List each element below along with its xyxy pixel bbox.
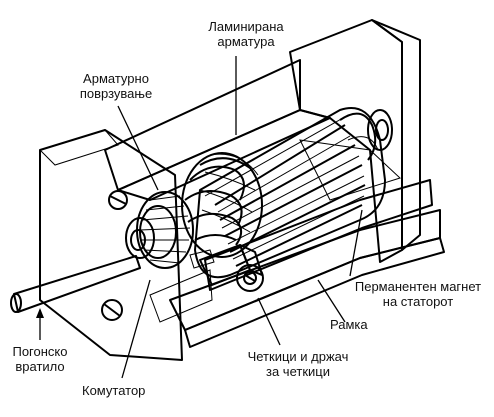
- magnet-label-line1: Перманентен магнет: [354, 279, 482, 294]
- stator-magnet: [204, 139, 433, 291]
- commutator: [125, 191, 194, 269]
- shaft-label-line1: Погонско: [12, 344, 68, 359]
- front-end-plate: [39, 129, 213, 361]
- armature-label-line1: Ламинирана: [208, 19, 284, 34]
- shaft-label-line2: вратило: [15, 359, 65, 374]
- armature-windings: [181, 112, 379, 258]
- armature-label-line2: арматура: [217, 34, 275, 49]
- rear-bearing: [367, 109, 393, 151]
- brushes-label-line2: за четкици: [266, 364, 330, 379]
- frame-label: Рамка: [330, 317, 368, 332]
- output-shaft: [10, 255, 141, 313]
- frame-housing: [104, 59, 445, 348]
- commutator-label: Комутатор: [82, 383, 146, 398]
- winding-label-line1: Арматурно: [83, 71, 149, 86]
- winding-label-line2: поврзување: [79, 86, 153, 101]
- brushes-label-line1: Четкици и држач: [247, 349, 349, 364]
- leader-lines: [36, 56, 363, 379]
- brush-holder: [189, 244, 264, 292]
- magnet-label-line2: на статорот: [382, 294, 454, 309]
